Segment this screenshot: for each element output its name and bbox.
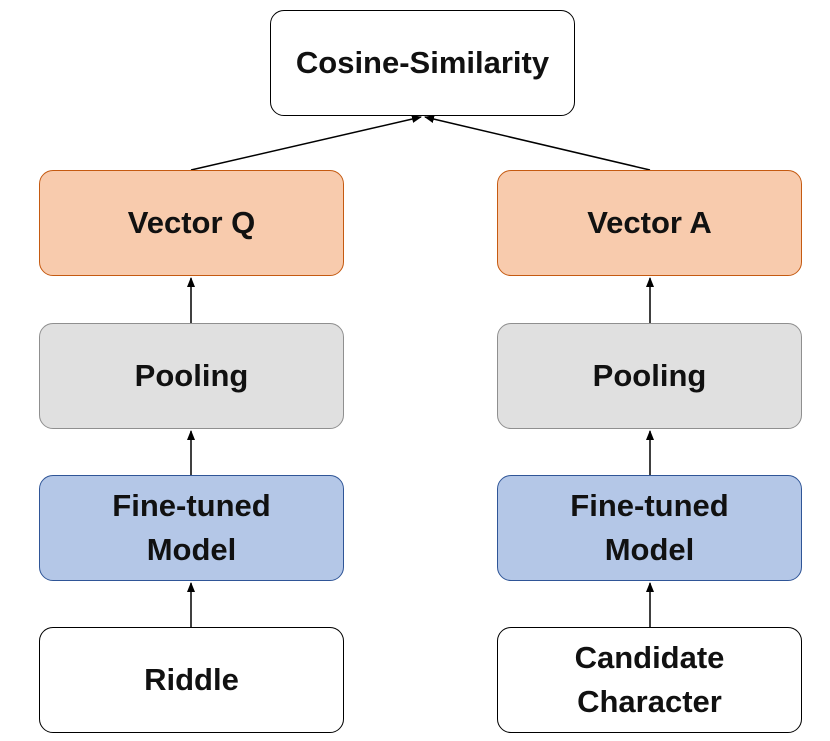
vector-q-node: Vector Q: [39, 170, 344, 276]
candidate-character-input-node: Candidate Character: [497, 627, 802, 733]
fine-tuned-model-label-right: Fine-tuned Model: [570, 487, 729, 567]
fine-tuned-model-node-left: Fine-tuned Model: [39, 475, 344, 581]
fine-tuned-model-node-right: Fine-tuned Model: [497, 475, 802, 581]
cosine-similarity-label: Cosine-Similarity: [295, 44, 550, 80]
cosine-similarity-node: Cosine-Similarity: [270, 10, 575, 116]
pooling-node-left: Pooling: [39, 323, 344, 429]
vector-q-label: Vector Q: [127, 204, 256, 240]
arrow-vector-a-to-cosine: [424, 115, 651, 171]
candidate-character-label: Candidate Character: [574, 639, 725, 719]
pooling-label-left: Pooling: [134, 357, 249, 393]
vector-a-node: Vector A: [497, 170, 802, 276]
arrow-vector-q-to-cosine: [190, 115, 422, 171]
fine-tuned-model-label-left: Fine-tuned Model: [112, 487, 271, 567]
pooling-node-right: Pooling: [497, 323, 802, 429]
vector-a-label: Vector A: [587, 204, 712, 240]
riddle-input-node: Riddle: [39, 627, 344, 733]
pooling-label-right: Pooling: [592, 357, 707, 393]
riddle-label: Riddle: [144, 661, 239, 697]
